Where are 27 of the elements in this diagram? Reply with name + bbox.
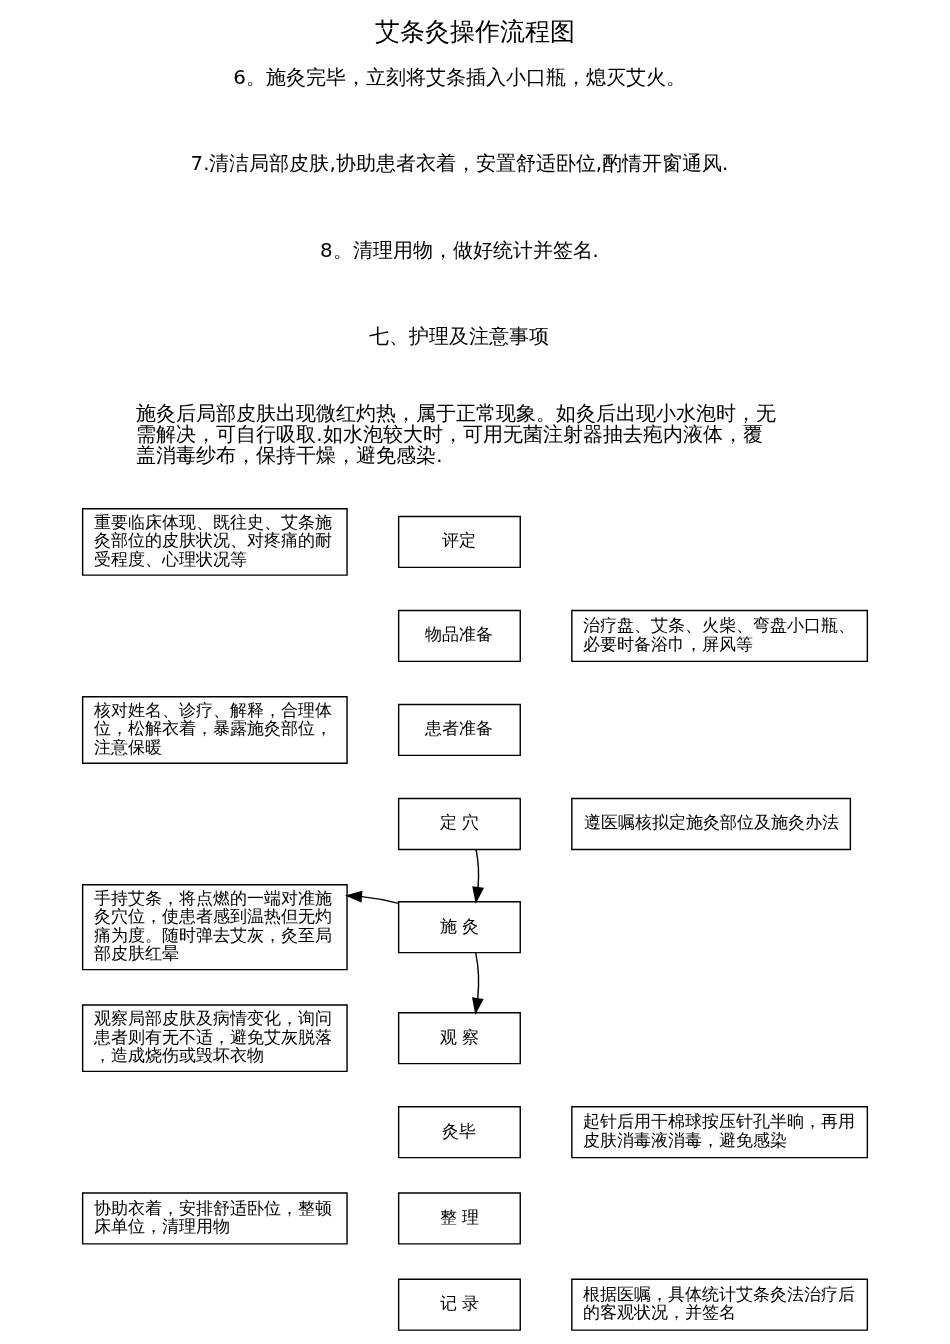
node-box: 物品准备 [397,609,521,663]
node-box: 定 穴 [397,797,521,851]
node-box: 根据医嘱，具体统计艾条灸法治疗后的客观状况，并签名 [571,1278,869,1331]
node-box: 协助衣着，安排舒适卧位，整顿床单位，清理用物 [81,1192,348,1245]
node-box: 治疗盘、艾条、火柴、弯盘小口瓶、必要时备浴巾，屏风等 [571,609,869,663]
label: 施灸后局部皮肤出现微红灼热，属于正常现象。如灸后出现小水泡时，无需解决，可自行吸取.如水泡较大时，可用无菌注射器抽去疱内液体，覆盖消毒纱布，保持干燥，避免感染. [136,401,777,468]
label: 7.清洁局部皮肤,协助患者衣着，安置舒适卧位,酌情开窗通风. [190,152,729,176]
node-box: 施 灸 [397,901,521,954]
node-box: 重要临床体现、既往史、艾条施灸部位的皮肤状况、对疼痛的耐受程度、心理状况等 [81,508,348,576]
label: 8。清理用物，做好统计并签名. [320,238,599,262]
arrow [472,849,484,904]
node-box: 整 理 [397,1192,521,1245]
node-box: 评定 [397,515,521,569]
node-box: 手持艾条，将点燃的一端对准施灸穴位，使患者感到温热但无灼痛为度。随时弹去艾灰，灸至局部皮肤红晕 [81,884,348,971]
label: 七、护理及注意事项 [369,324,550,348]
node-box: 观 察 [397,1012,521,1065]
node-box: 遵医嘱核拟定施灸部位及施灸办法 [571,797,852,851]
node-box: 记 录 [397,1278,521,1331]
node-box: 核对姓名、诊疗、解释，合理体位，松解衣着，暴露施灸部位，注意保暖 [81,696,348,764]
node-box: 起针后用干棉球按压针孔半晌，再用皮肤消毒液消毒，避免感染 [571,1106,869,1159]
label: 6。施灸完毕，立刻将艾条插入小口瓶，熄灭艾火。 [233,66,686,90]
node-box: 观察局部皮肤及病情变化，询问患者则有无不适，避免艾灰脱落，造成烧伤或毁坏衣物 [81,1004,348,1073]
node-box: 患者准备 [397,703,521,757]
node-box: 灸毕 [397,1106,521,1159]
arrow [345,890,400,905]
diagram-title: 艾条灸操作流程图 [375,15,575,46]
arrow [472,952,484,1015]
